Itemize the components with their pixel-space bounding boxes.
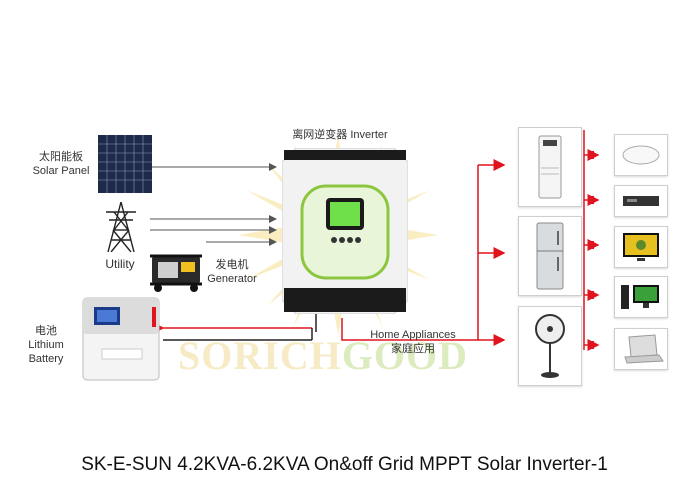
generator-label-cn: 发电机: [215, 259, 249, 271]
home-label-en: Home Appliances: [370, 329, 456, 341]
desktop-computer-icon: [621, 285, 659, 309]
solar-label-cn: 太阳能板: [39, 151, 83, 163]
appliance-laptop: [614, 328, 668, 370]
lithium-battery-icon: [82, 297, 160, 381]
laptop-icon: [624, 334, 664, 364]
inverter-label: 离网逆变器 Inverter: [292, 129, 388, 141]
battery-label: 电池 Lithium Battery: [18, 324, 74, 366]
dvd-player-icon: [623, 196, 659, 206]
appliance-refrigerator: [518, 216, 582, 296]
appliance-desktop-computer: [614, 276, 668, 318]
appliance-air-conditioner: [518, 127, 582, 207]
inverter-unit: [282, 148, 408, 314]
home-appliances-label: Home Appliances 家庭应用: [358, 328, 468, 356]
generator-label: 发电机 Generator: [202, 258, 262, 286]
battery-label-en1: Lithium: [28, 339, 64, 351]
solar-panel-label: 太阳能板 Solar Panel: [24, 150, 98, 178]
appliance-fan: [518, 306, 582, 386]
utility-label: Utility: [105, 257, 135, 271]
appliance-ceiling-light: [614, 134, 668, 176]
air-conditioner-icon: [538, 135, 562, 199]
refrigerator-icon: [536, 222, 564, 290]
appliance-dvd-player: [614, 185, 668, 217]
utility-tower-icon: [106, 202, 136, 252]
ceiling-light-icon: [622, 145, 660, 165]
battery-label-en2: Battery: [28, 353, 64, 365]
home-label-cn: 家庭应用: [391, 343, 435, 355]
solar-label-en: Solar Panel: [32, 165, 90, 177]
solar-panel-icon: [98, 135, 152, 193]
generator-label-en: Generator: [207, 273, 257, 285]
battery-label-cn: 电池: [35, 325, 57, 337]
generator-icon: [150, 254, 202, 292]
television-icon: [623, 233, 659, 261]
product-caption: SK-E-SUN 4.2KVA-6.2KVA On&off Grid MPPT …: [81, 454, 608, 475]
appliance-television: [614, 226, 668, 268]
fan-icon: [535, 314, 565, 378]
